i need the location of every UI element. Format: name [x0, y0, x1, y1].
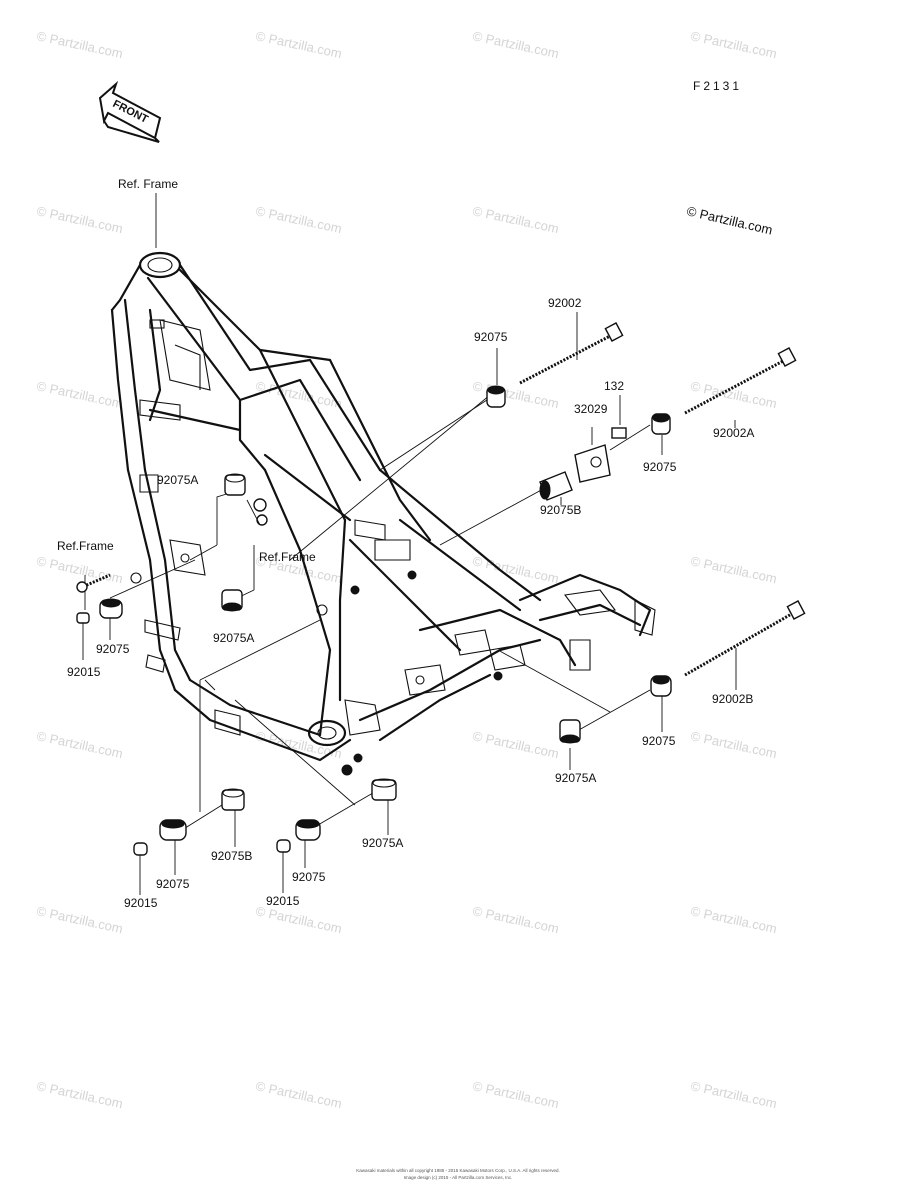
part-label-92075[interactable]: 92075 [474, 330, 508, 344]
part-label-92075[interactable]: 92075 [156, 877, 190, 891]
spacer-92075A-lower-right[interactable] [559, 719, 581, 744]
nut-92015-left[interactable] [76, 612, 90, 624]
watermark: © Partzilla.com [254, 1078, 343, 1111]
watermark: © Partzilla.com [35, 1078, 124, 1111]
collar-92075-bottom-mid[interactable] [295, 819, 321, 841]
ref-frame-label-mid: Ref.Frame [259, 550, 316, 564]
nut-132[interactable] [611, 427, 627, 439]
ref-frame-label: Ref. Frame [118, 177, 178, 191]
part-label-92075B[interactable]: 92075B [211, 849, 252, 863]
collar-92075-left[interactable] [99, 598, 123, 619]
part-label-92002B[interactable]: 92002B [712, 692, 753, 706]
collar-92075-lower-right[interactable] [650, 675, 672, 697]
bracket-32029[interactable] [574, 444, 611, 483]
bolt-92002[interactable] [519, 322, 624, 385]
part-label-132[interactable]: 132 [604, 379, 624, 393]
watermark: © Partzilla.com [689, 728, 778, 761]
nut-92015-bottom-left[interactable] [133, 842, 148, 856]
spacer-92075A-upper-left[interactable] [224, 473, 246, 496]
watermark: © Partzilla.com [471, 203, 560, 236]
part-label-92075A[interactable]: 92075A [362, 836, 403, 850]
watermark: © Partzilla.com [35, 378, 124, 411]
part-label-92002[interactable]: 92002 [548, 296, 582, 310]
watermark: © Partzilla.com [689, 1078, 778, 1111]
footer-copyright: Kawasaki materials within all copyright … [356, 1168, 560, 1173]
watermark: © Partzilla.com [689, 378, 778, 411]
spacer-92075B-bottom[interactable] [221, 788, 245, 811]
watermark: © Partzilla.com [254, 903, 343, 936]
part-label-92075A[interactable]: 92075A [555, 771, 596, 785]
part-label-92015[interactable]: 92015 [67, 665, 101, 679]
collar-92075-bottom-left[interactable] [159, 819, 187, 841]
part-label-92015[interactable]: 92015 [124, 896, 158, 910]
watermark: © Partzilla.com [254, 378, 343, 411]
part-label-92075[interactable]: 92075 [96, 642, 130, 656]
collar-92075-right[interactable] [651, 413, 671, 435]
part-label-32029[interactable]: 32029 [574, 402, 608, 416]
bolt-ref-frame-left[interactable] [76, 573, 111, 593]
watermark: © Partzilla.com [689, 553, 778, 586]
watermark: © Partzilla.com [35, 553, 124, 586]
nut-92015-bottom-mid[interactable] [276, 839, 291, 853]
watermark: © Partzilla.com [254, 28, 343, 61]
part-labels: Ref. Frame 92002 92075 132 32029 92002A … [57, 177, 754, 910]
watermark: © Partzilla.com [471, 378, 560, 411]
watermark: © Partzilla.com [689, 28, 778, 61]
footer-copyright-2: Image design (c) 2015 - All Partzilla.co… [404, 1175, 513, 1180]
front-arrow-icon: FRONT [98, 80, 162, 143]
watermark: © Partzilla.com [35, 28, 124, 61]
diagram-code: F2131 [693, 79, 742, 93]
watermark: © Partzilla.com [35, 728, 124, 761]
spacer-92075A-bottom[interactable] [371, 778, 397, 801]
part-label-92002A[interactable]: 92002A [713, 426, 754, 440]
watermark: © Partzilla.com [35, 903, 124, 936]
spacer-92075A-mid-left[interactable] [221, 589, 243, 612]
part-label-92075B[interactable]: 92075B [540, 503, 581, 517]
watermark: © Partzilla.com [471, 1078, 560, 1111]
watermark: © Partzilla.com [35, 203, 124, 236]
spacer-92075B-right[interactable] [539, 471, 573, 501]
part-label-92075A[interactable]: 92075A [213, 631, 254, 645]
bolt-92002A[interactable] [684, 347, 797, 415]
part-label-92075A[interactable]: 92075A [157, 473, 198, 487]
collar-92075-top[interactable] [486, 385, 506, 408]
copyright-text: © Partzilla.com [685, 203, 774, 237]
watermark: © Partzilla.com [471, 903, 560, 936]
part-label-92075[interactable]: 92075 [292, 870, 326, 884]
part-label-92015[interactable]: 92015 [266, 894, 300, 908]
bolt-92002B[interactable] [684, 600, 806, 677]
watermark: © Partzilla.com [471, 728, 560, 761]
motorcycle-frame [110, 251, 656, 776]
watermark: © Partzilla.com [689, 903, 778, 936]
part-label-92075[interactable]: 92075 [642, 734, 676, 748]
ref-frame-label-left: Ref.Frame [57, 539, 114, 553]
watermark: © Partzilla.com [254, 203, 343, 236]
watermark: © Partzilla.com [471, 28, 560, 61]
part-label-92075[interactable]: 92075 [643, 460, 677, 474]
